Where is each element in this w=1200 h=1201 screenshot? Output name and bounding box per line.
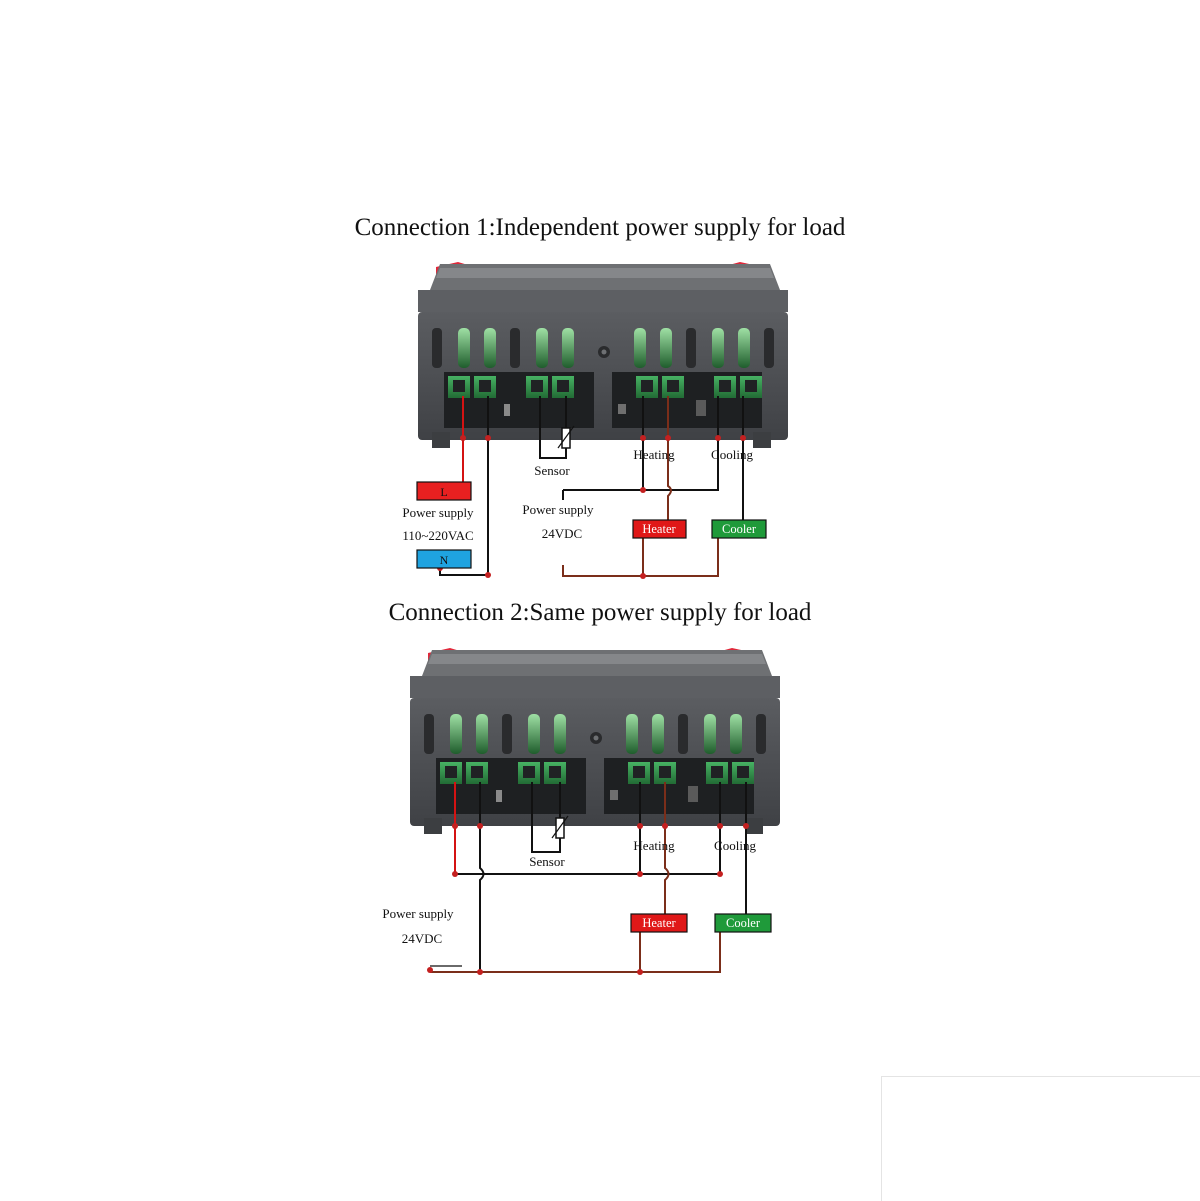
heating-label-2: Heating [633,838,675,853]
connection-2-title: Connection 2:Same power supply for load [388,599,812,626]
sensor-label-2: Sensor [529,854,565,869]
power-supply-ac-value: 110~220VAC [402,528,473,543]
connection-1-title: Connection 1:Independent power supply fo… [354,214,846,241]
heating-label: Heating [633,447,675,462]
cooler-box [711,519,767,539]
power-supply-label-2: Power supply [382,906,454,921]
power-supply-ac-label: Power supply [402,505,474,520]
cooler-label-2: Cooler [726,916,761,930]
n-label: N [440,553,449,567]
heater-box [632,519,687,539]
connection-2-diagram: Sensor Heating Cooling Power supply 24VD… [382,648,780,975]
l-label: L [440,485,447,499]
l-terminal-box [416,481,472,501]
cooler-box-2 [714,913,772,933]
cooler-label: Cooler [722,522,757,536]
heater-label-2: Heater [642,916,676,930]
controller-unit-2 [410,648,780,834]
connection-1-diagram: L N Power supply 110~220VAC Sensor Heati… [402,262,788,579]
power-supply-value-2: 24VDC [402,931,442,946]
heater-box-2 [630,913,688,933]
cooling-label-2: Cooling [714,838,756,853]
power-supply-dc-value: 24VDC [542,526,582,541]
sensor-label: Sensor [534,463,570,478]
n-terminal-box [416,549,472,569]
heater-label: Heater [642,522,676,536]
corner-frame [881,1076,1200,1201]
controller-unit-1 [418,262,788,448]
power-supply-dc-label: Power supply [522,502,594,517]
cooling-label: Cooling [711,447,753,462]
